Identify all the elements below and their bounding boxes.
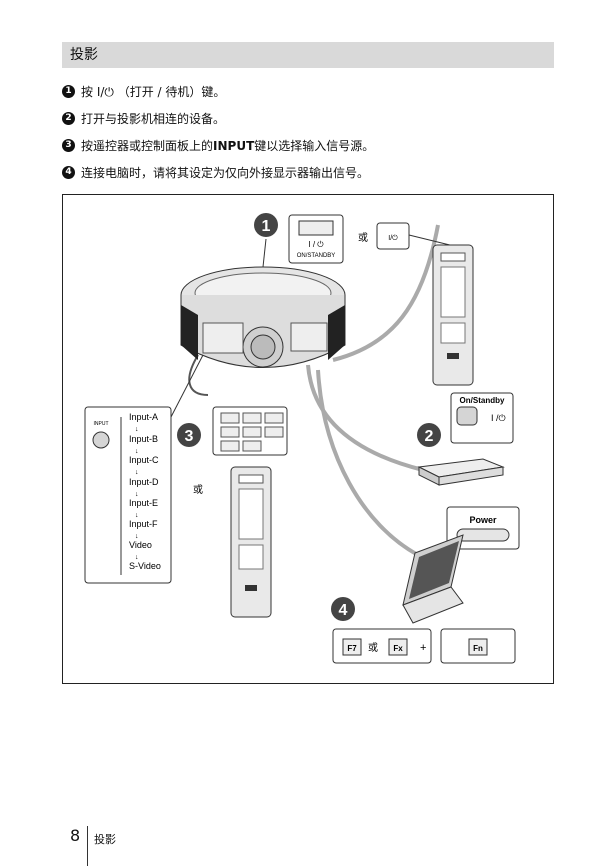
key-f7-label: F7 bbox=[347, 644, 357, 653]
key-fx-label: Fx bbox=[393, 644, 403, 653]
connection-figure: 1 I / ⏻ ON/STANDBY 或 I/⏻ On/Standby I /⏻… bbox=[62, 194, 554, 684]
input-seq-7: Video bbox=[129, 540, 152, 550]
key-fn bbox=[468, 638, 488, 656]
device-label: On/Standby bbox=[460, 396, 505, 405]
step-3: 3 按遥控器或控制面板上的 INPUT 键以选择输入信号源。 bbox=[62, 132, 562, 159]
device-button-inset bbox=[450, 392, 514, 444]
remote-button-label: I/⏻ bbox=[388, 234, 398, 242]
key-fx bbox=[388, 638, 408, 656]
or-label-3: 或 bbox=[368, 642, 378, 654]
input-button bbox=[92, 431, 110, 449]
callout-4-badge bbox=[331, 597, 355, 621]
panel-button-label: I / ⏻ bbox=[308, 240, 324, 249]
remote-control-top bbox=[432, 244, 474, 386]
input-label: INPUT bbox=[94, 421, 109, 427]
step-1: 1 按 I/⏻ （打开 / 待机）键。 bbox=[62, 78, 562, 105]
callout-1-pointer bbox=[262, 238, 267, 268]
footer-divider bbox=[87, 826, 88, 866]
input-sequence-panel bbox=[84, 406, 172, 584]
callout-2: 2 bbox=[425, 428, 434, 445]
step-2: 2 打开与投影机相连的设备。 bbox=[62, 105, 562, 132]
input-seq-arrow-1: ↓ bbox=[135, 426, 139, 433]
input-seq-3: Input-C bbox=[129, 455, 159, 465]
media-player bbox=[417, 458, 505, 486]
or-label-2: 或 bbox=[193, 484, 203, 496]
cable-to-laptop bbox=[316, 369, 419, 557]
power-label: Power bbox=[469, 515, 497, 525]
callout-2-badge bbox=[417, 423, 441, 447]
input-seq-arrow-7: ↓ bbox=[135, 554, 139, 561]
step-1-number: 1 bbox=[62, 85, 75, 98]
callout-4: 4 bbox=[339, 602, 348, 619]
input-seq-5: Input-E bbox=[129, 498, 158, 508]
section-title: 投影 bbox=[62, 42, 554, 68]
input-seq-2: Input-B bbox=[129, 434, 158, 444]
remote-control-bottom bbox=[230, 466, 272, 618]
callout-1: 1 bbox=[262, 218, 271, 235]
device-button-label: I /⏻ bbox=[491, 413, 506, 423]
callout-3: 3 bbox=[185, 428, 194, 445]
step-3-number: 3 bbox=[62, 139, 75, 152]
input-seq-arrow-3: ↓ bbox=[135, 469, 139, 476]
callout-3-badge bbox=[177, 423, 201, 447]
instruction-steps: 1 按 I/⏻ （打开 / 待机）键。 2 打开与投影机相连的设备。 3 按遥控… bbox=[62, 78, 562, 186]
device-standby-button bbox=[456, 406, 478, 426]
input-seq-arrow-5: ↓ bbox=[135, 512, 139, 519]
page-number: 8 bbox=[70, 826, 81, 845]
footer-section: 投影 bbox=[94, 833, 116, 846]
step-3-input-keyword: INPUT bbox=[213, 138, 255, 153]
laptop bbox=[402, 534, 464, 624]
input-seq-arrow-6: ↓ bbox=[135, 533, 139, 540]
plus-sign: + bbox=[420, 642, 426, 654]
input-seq-1: Input-A bbox=[129, 412, 158, 422]
panel-button-sub: ON/STANDBY bbox=[297, 253, 336, 259]
input-seq-8: S-Video bbox=[129, 561, 161, 571]
step-2-text: 打开与投影机相连的设备。 bbox=[81, 112, 226, 126]
step-4-number: 4 bbox=[62, 166, 75, 179]
on-standby-button bbox=[298, 220, 334, 236]
power-cord bbox=[188, 354, 209, 396]
key-f7 bbox=[342, 638, 362, 656]
input-seq-arrow-2: ↓ bbox=[135, 448, 139, 455]
input-seq-6: Input-F bbox=[129, 519, 158, 529]
key-fn-label: Fn bbox=[473, 644, 483, 653]
step-4-text: 连接电脑时，请将其设定为仅向外接显示器输出信号。 bbox=[81, 166, 370, 180]
step-2-number: 2 bbox=[62, 112, 75, 125]
callout-1-badge bbox=[254, 213, 278, 237]
step-4: 4 连接电脑时，请将其设定为仅向外接显示器输出信号。 bbox=[62, 159, 562, 186]
step-1-text: 按 I/⏻ （打开 / 待机）键。 bbox=[81, 85, 226, 99]
step-3-text-pre: 按遥控器或控制面板上的 bbox=[81, 139, 214, 153]
remote-button-inset bbox=[376, 222, 410, 250]
cable-to-player bbox=[306, 364, 424, 472]
step-3-text-post: 键以选择输入信号源。 bbox=[254, 139, 375, 153]
cable-to-remote bbox=[332, 224, 440, 362]
input-seq-4: Input-D bbox=[129, 477, 159, 487]
or-label-1: 或 bbox=[358, 232, 368, 244]
input-seq-arrow-4: ↓ bbox=[135, 491, 139, 498]
power-switch bbox=[456, 528, 510, 542]
projector bbox=[180, 266, 346, 368]
